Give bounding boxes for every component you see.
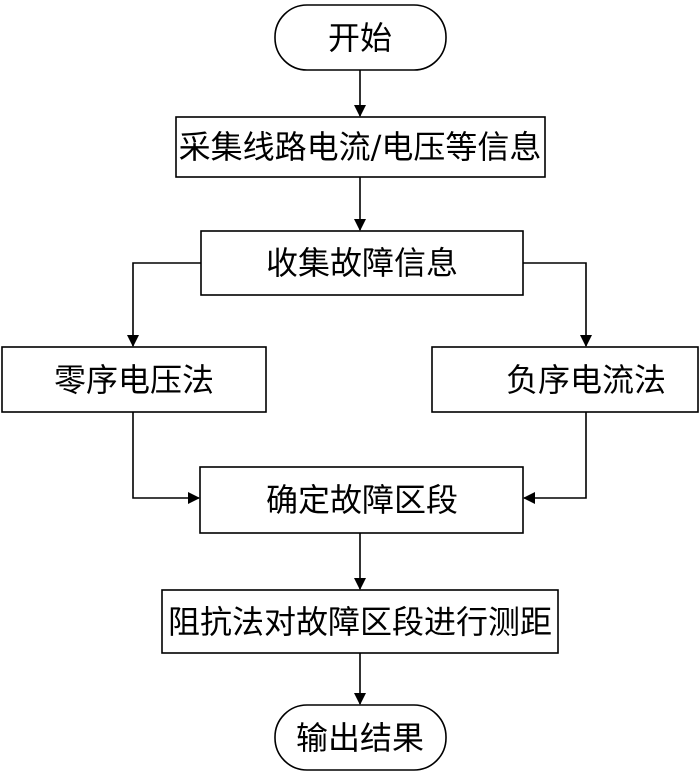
node-collect-fault-info: 收集故障信息 [200,230,524,296]
locate-fault-section-label: 确定故障区段 [266,481,458,519]
negative-sequence-current-label: 负序电流法 [506,361,666,399]
edge-zero-seq-to-locate-section [132,412,200,504]
zero-sequence-voltage-label: 零序电压法 [54,361,214,399]
end-terminal-shape [274,704,447,771]
node-start: 开始 [274,4,447,71]
node-zero-sequence-voltage: 零序电压法 [1,346,267,413]
negative-sequence-current-box [431,346,699,413]
impedance-ranging-label: 阻抗法对故障区段进行测距 [168,603,552,641]
collect-fault-info-label: 收集故障信息 [266,244,458,282]
edge-collect-fault-to-zero-seq [127,262,201,347]
node-impedance-ranging: 阻抗法对故障区段进行测距 [161,589,559,654]
start-terminal-shape [274,4,447,71]
collect-fault-info-box [200,230,524,296]
node-negative-sequence-current: 负序电流法 [431,346,699,413]
start-label: 开始 [328,19,392,57]
locate-fault-section-box [199,466,524,534]
impedance-ranging-box [161,589,559,654]
node-end: 输出结果 [274,704,447,771]
collect-line-info-label: 采集线路电流/电压等信息 [179,128,542,166]
edge-collect-fault-to-neg-seq [523,262,592,347]
connectors [127,70,592,705]
node-locate-fault-section: 确定故障区段 [199,466,524,534]
end-label: 输出结果 [296,719,424,757]
edge-neg-seq-to-locate-section [523,412,587,504]
collect-line-info-box [175,116,546,178]
zero-sequence-voltage-box [1,346,267,413]
node-collect-line-info: 采集线路电流/电压等信息 [175,116,546,178]
